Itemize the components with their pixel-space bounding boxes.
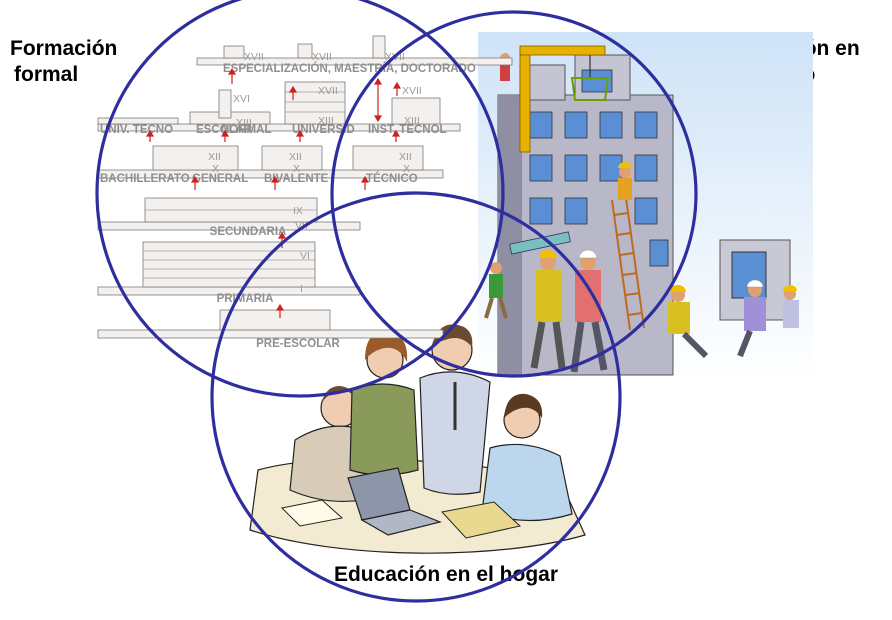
grade-xvii-inst: XVII	[402, 85, 422, 97]
grade-x-general: X	[212, 163, 219, 175]
papers-left	[280, 499, 344, 527]
step-general-block	[152, 145, 239, 171]
step-normal-tower	[218, 89, 232, 119]
worker-3	[484, 262, 508, 319]
grade-xvii-univ: XVII	[318, 85, 338, 97]
grade-vi: VI	[300, 250, 310, 262]
label-univ-tecno: UNIV. TECNO	[100, 124, 173, 136]
label-universidad: UNIVERSID	[292, 124, 355, 136]
worker-5	[570, 249, 608, 373]
laptop	[347, 467, 442, 536]
meeting-illustration	[249, 324, 586, 554]
formal-title-line-1: Formación	[10, 37, 118, 60]
step-tecnico-block	[352, 145, 424, 171]
grade-i: I	[300, 283, 303, 295]
grade-xiii-univ: XIII	[318, 115, 334, 127]
label-bachillerato: BACHILLERATO	[100, 173, 190, 185]
worker-6	[668, 285, 709, 359]
label-inst-tecnol: INST. TECNOL	[368, 124, 447, 136]
label-posgrado: ESPECIALIZACIÓN, MAESTRÍA, DOCTORADO	[223, 62, 476, 75]
step-universidad-block	[284, 81, 346, 125]
ladder	[611, 197, 645, 331]
step-inst-tecnol-block	[391, 97, 441, 125]
label-tecnico: TÉCNICO	[366, 172, 418, 185]
step-preescolar-block	[219, 309, 331, 331]
grade-xii-tecnico: XII	[399, 151, 412, 163]
grade-xii-general: XII	[208, 151, 221, 163]
grade-xiii-inst: XIII	[404, 115, 420, 127]
step-posgrado-block-1	[223, 45, 245, 59]
progression-arrows	[145, 67, 402, 318]
crane	[519, 45, 610, 153]
venn-circles	[95, 0, 698, 603]
formal-education-title: Formación formal	[10, 36, 117, 88]
grade-x-tecnico: X	[403, 163, 410, 175]
worker-2	[618, 162, 632, 200]
folder-right	[441, 501, 522, 539]
workers	[484, 53, 799, 373]
label-normal: NORMAL	[221, 124, 271, 136]
worker-7	[737, 279, 766, 358]
label-escolar: ESCOLAR	[196, 124, 253, 136]
grade-xvi: XVI	[233, 93, 250, 105]
step-higher-base	[97, 123, 461, 132]
person-right	[481, 393, 573, 522]
step-posgrado-base	[196, 57, 513, 66]
circle-formal-education	[95, 0, 505, 398]
worker-4	[530, 250, 566, 369]
label-bivalente: BIVALENTE	[264, 173, 329, 185]
step-univ-tecno-block	[97, 117, 179, 125]
label-preescolar: PRE-ESCOLAR	[256, 338, 340, 350]
person-standing	[419, 324, 491, 495]
step-posgrado-block-3	[372, 35, 386, 59]
label-general: GENERAL	[192, 173, 248, 185]
grade-ix: IX	[293, 205, 303, 217]
grade-xii-bivalente: XII	[289, 151, 302, 163]
grade-xvii-posgrado-1: XVII	[244, 51, 264, 63]
grade-x-bivalente: X	[293, 163, 300, 175]
circle-work-training	[330, 10, 698, 378]
circle-home-education	[210, 191, 622, 603]
worker-1	[500, 53, 510, 81]
beam	[509, 231, 571, 255]
step-bivalente-block	[261, 145, 323, 171]
education-ladder: PRE-ESCOLAR PRIMARIA I VI SECUNDARIA VII…	[97, 35, 513, 350]
grade-xiii-normal: XIII	[236, 117, 252, 129]
step-primaria-block	[142, 241, 316, 288]
label-primaria: PRIMARIA	[217, 293, 274, 305]
person-woman	[349, 331, 419, 476]
step-posgrado-block-2	[297, 43, 313, 59]
grade-xvii-posgrado-2: XVII	[312, 51, 332, 63]
worker-8	[783, 285, 799, 328]
construction-illustration	[478, 32, 813, 382]
formal-title-line-2: formal	[14, 63, 79, 86]
label-secundaria: SECUNDARIA	[210, 226, 287, 238]
